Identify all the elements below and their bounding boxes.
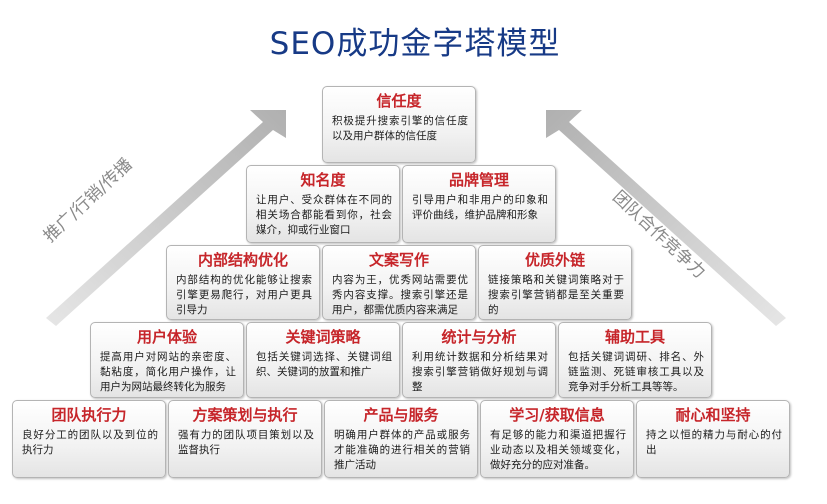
block-desc: 引导用户和非用户的印象和评价曲线，维护品牌和形象	[412, 194, 548, 221]
right-arrow-icon	[546, 110, 786, 326]
block-auxiliary-tools: 辅助工具 包括关键词调研、排名、外链监测、死链审核工具以及竞争对手分析工具等等。	[558, 322, 712, 398]
left-arrow-icon	[46, 110, 286, 326]
block-title: 品牌管理	[448, 171, 509, 189]
block-title: 内部结构优化	[197, 251, 288, 269]
block-desc: 明确用户群体的产品或服务才能准确的进行相关的营销推广活动	[334, 429, 470, 471]
block-user-experience: 用户体验 提高用户对网站的亲密度、黏粘度，简化用户操作，让用户为网站最终转化为服…	[90, 322, 244, 398]
block-product-service: 产品与服务 明确用户群体的产品或服务才能准确的进行相关的营销推广活动	[324, 400, 478, 478]
block-team-execution: 团队执行力 良好分工的团队以及到位的执行力	[12, 400, 166, 478]
block-desc: 积极提升搜索引擎的信任度以及用户群体的信任度	[332, 115, 468, 142]
block-desc: 强有力的团队项目策划以及监督执行	[178, 429, 314, 456]
block-title: 知名度	[300, 171, 346, 189]
block-title: 产品与服务	[363, 406, 439, 424]
block-desc: 包括关键词调研、排名、外链监测、死链审核工具以及竞争对手分析工具等等。	[568, 351, 704, 393]
block-title: 文案写作	[368, 251, 429, 269]
block-desc: 让用户、受众群体在不同的相关场合都能看到你，社会媒介，抑或行业窗口	[256, 194, 392, 236]
block-title: 团队执行力	[51, 406, 127, 424]
block-brand-management: 品牌管理 引导用户和非用户的印象和评价曲线，维护品牌和形象	[402, 165, 556, 243]
block-title: 辅助工具	[604, 328, 665, 346]
block-keyword-strategy: 关键词策略 包括关键词选择、关键词组织、关键词的放置和推广	[246, 322, 400, 398]
block-desc: 包括关键词选择、关键词组织、关键词的放置和推广	[256, 351, 392, 378]
block-title: 耐心和坚持	[675, 406, 751, 424]
block-title: 信任度	[376, 92, 422, 110]
block-desc: 良好分工的团队以及到位的执行力	[22, 429, 158, 456]
block-copywriting: 文案写作 内容为王，优秀网站需要优秀内容支撑。搜索引擎还是用户，都需优质内容来满…	[322, 245, 476, 320]
block-desc: 提高用户对网站的亲密度、黏粘度，简化用户操作，让用户为网站最终转化为服务	[100, 351, 236, 393]
page-title: SEO成功金字塔模型	[269, 26, 561, 62]
block-desc: 持之以恒的精力与耐心的付出	[646, 429, 782, 456]
block-title: 用户体验	[136, 328, 197, 346]
block-desc: 有足够的能力和渠道把握行业动态以及相关领域变化，做好充分的应对准备。	[490, 429, 626, 471]
block-internal-structure: 内部结构优化 内部结构的优化能够让搜索引擎更易爬行，对用户更具引导力	[166, 245, 320, 320]
block-desc: 内容为王，优秀网站需要优秀内容支撑。搜索引擎还是用户，都需优质内容来满足	[332, 274, 468, 316]
block-desc: 利用统计数据和分析结果对搜索引擎营销做好规划与调整	[412, 351, 548, 393]
block-title: 关键词策略	[285, 328, 361, 346]
block-title: 学习/获取信息	[509, 406, 605, 424]
block-learning-info: 学习/获取信息 有足够的能力和渠道把握行业动态以及相关领域变化，做好充分的应对准…	[480, 400, 634, 478]
block-desc: 链接策略和关键词策略对于搜索引擎营销都是至关重要的	[488, 274, 624, 316]
block-plan-execution: 方案策划与执行 强有力的团队项目策划以及监督执行	[168, 400, 322, 478]
block-title: 方案策划与执行	[192, 406, 298, 424]
block-statistics-analysis: 统计与分析 利用统计数据和分析结果对搜索引擎营销做好规划与调整	[402, 322, 556, 398]
block-title: 优质外链	[524, 251, 585, 269]
block-awareness: 知名度 让用户、受众群体在不同的相关场合都能看到你，社会媒介，抑或行业窗口	[246, 165, 400, 243]
block-patience-persistence: 耐心和坚持 持之以恒的精力与耐心的付出	[636, 400, 790, 478]
block-trust: 信任度 积极提升搜索引擎的信任度以及用户群体的信任度	[322, 86, 476, 163]
block-desc: 内部结构的优化能够让搜索引擎更易爬行，对用户更具引导力	[176, 274, 312, 316]
block-quality-links: 优质外链 链接策略和关键词策略对于搜索引擎营销都是至关重要的	[478, 245, 632, 320]
block-title: 统计与分析	[441, 328, 517, 346]
